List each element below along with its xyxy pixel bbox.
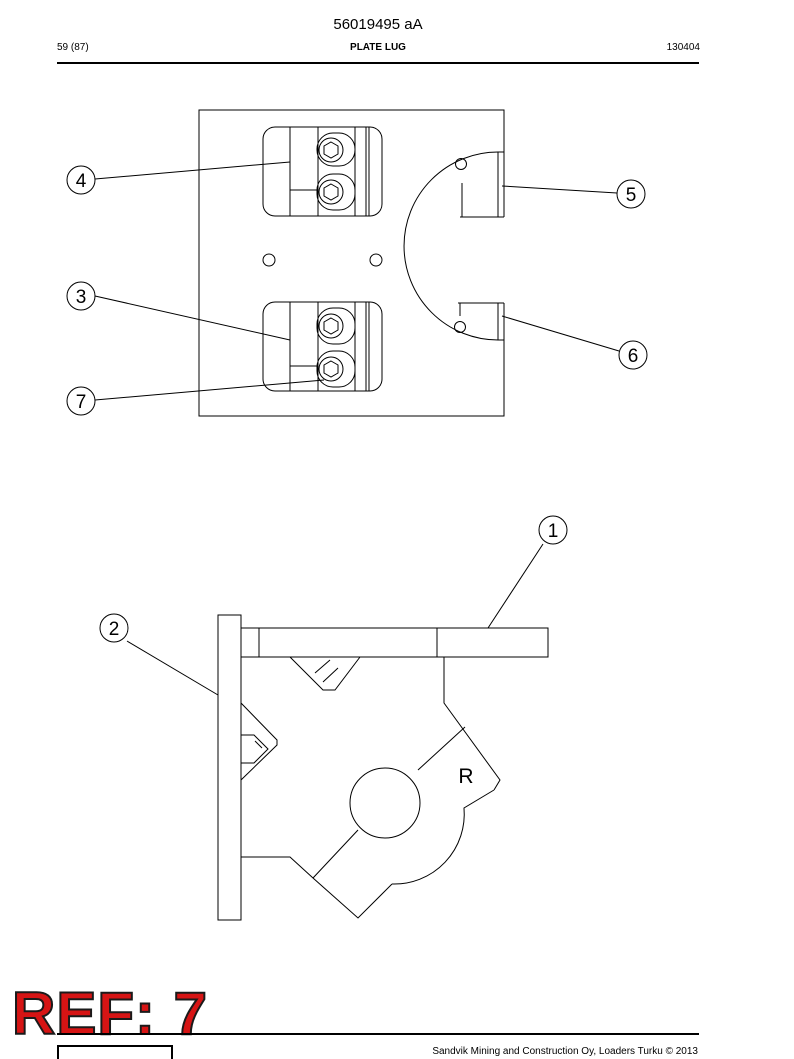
- header-divider: [57, 62, 699, 64]
- leader-line: [487, 543, 544, 629]
- callout-6: 6: [618, 340, 648, 370]
- bolt-head: [316, 307, 356, 345]
- callout-5: 5: [616, 179, 646, 209]
- callout-7: 7: [66, 386, 96, 416]
- svg-text:3: 3: [76, 287, 87, 308]
- callout-2: 2: [99, 613, 129, 643]
- upper-clamp-block: [262, 126, 383, 217]
- svg-text:4: 4: [76, 171, 87, 192]
- svg-text:7: 7: [76, 392, 87, 413]
- footer-divider: [57, 1033, 699, 1035]
- bolt-head: [316, 173, 356, 211]
- side-view-horizontal-plate: [240, 627, 549, 658]
- footer-copyright: Sandvik Mining and Construction Oy, Load…: [432, 1046, 698, 1057]
- pipe-bore: [349, 767, 421, 839]
- company-logo: [57, 1045, 173, 1059]
- bolt-head: [316, 350, 356, 388]
- mounting-hole: [454, 321, 466, 333]
- side-view-vertical-plate: [217, 614, 242, 921]
- mounting-hole: [369, 253, 383, 267]
- leader-line: [94, 161, 291, 180]
- callout-3: 3: [66, 281, 96, 311]
- side-view-body: [240, 656, 501, 919]
- leader-line: [501, 315, 620, 352]
- mounting-hole: [262, 253, 276, 267]
- mounting-hole: [455, 158, 467, 170]
- top-view-plate: [198, 109, 505, 417]
- bolt-head: [316, 132, 356, 167]
- leader-line: [94, 379, 325, 401]
- svg-text:2: 2: [109, 619, 120, 640]
- leader-line: [126, 640, 219, 696]
- leader-line: [94, 295, 291, 341]
- callout-1: 1: [538, 515, 568, 545]
- page-title: PLATE LUG: [350, 42, 406, 53]
- document-code: 130404: [666, 42, 700, 53]
- reference-stamp: REF: 7: [11, 980, 209, 1047]
- page-number: 59 (87): [57, 42, 89, 53]
- svg-text:1: 1: [548, 521, 559, 542]
- leader-line: [501, 185, 618, 194]
- svg-text:5: 5: [626, 185, 637, 206]
- radius-label: R: [458, 765, 473, 788]
- svg-text:6: 6: [628, 346, 639, 367]
- callout-4: 4: [66, 165, 96, 195]
- document-number: 56019495 aA: [333, 16, 423, 33]
